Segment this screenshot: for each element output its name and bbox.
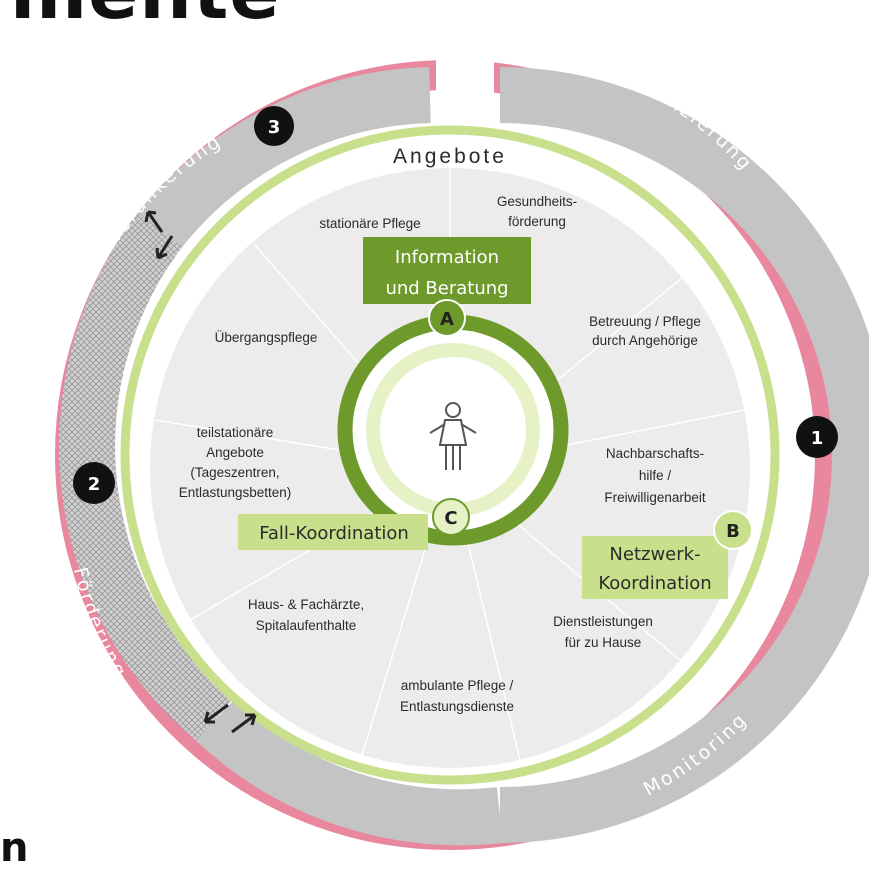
fall-koordination-box: Fall-Koordination	[238, 514, 428, 550]
segment-label-aerzte: Haus- & Fachärzte,Spitalaufenthalte	[248, 597, 364, 633]
person-icon	[429, 402, 477, 470]
svg-text:Information: Information	[395, 247, 499, 268]
badge-b: B	[713, 510, 753, 550]
svg-text:A: A	[440, 309, 454, 330]
segment-label-ambulant: ambulante Pflege /Entlastungsdienste	[400, 678, 514, 714]
svg-text:Koordination: Koordination	[598, 573, 711, 594]
segment-label-nachbar: Nachbarschafts-hilfe /Freiwilligenarbeit	[604, 446, 706, 505]
svg-text:B: B	[726, 521, 740, 542]
svg-text:Fall-Koordination: Fall-Koordination	[259, 523, 409, 544]
outer-ring-gap	[436, 55, 494, 95]
segment-label-gesundheit: Gesundheits-förderung	[497, 194, 577, 229]
segment-label-stationaere: stationäre Pflege	[319, 216, 420, 231]
badge-c: C	[432, 498, 470, 536]
badge-a: A	[428, 299, 466, 337]
double-arrow-icon	[144, 210, 174, 260]
grey-ring-right	[499, 67, 869, 843]
marker-3: 3	[254, 106, 294, 146]
netzwerk-koordination-box: Netzwerk- Koordination	[582, 536, 728, 599]
svg-text:2: 2	[88, 474, 101, 495]
double-arrow-icon	[203, 703, 257, 734]
marker-1: 1	[796, 416, 838, 458]
information-beratung-box: Information und Beratung	[363, 237, 531, 304]
svg-text:Netzwerk-: Netzwerk-	[609, 544, 700, 565]
angebote-title: Angebote	[393, 145, 507, 168]
segment-label-uebergang: Übergangspflege	[215, 330, 318, 345]
svg-text:1: 1	[811, 428, 824, 449]
svg-text:C: C	[444, 508, 457, 529]
grey-ring-left-bottom	[195, 699, 504, 846]
svg-text:3: 3	[268, 117, 281, 138]
heading-fragment: mente	[10, 0, 281, 30]
svg-text:und Beratung: und Beratung	[385, 278, 508, 299]
marker-2: 2	[73, 462, 115, 504]
